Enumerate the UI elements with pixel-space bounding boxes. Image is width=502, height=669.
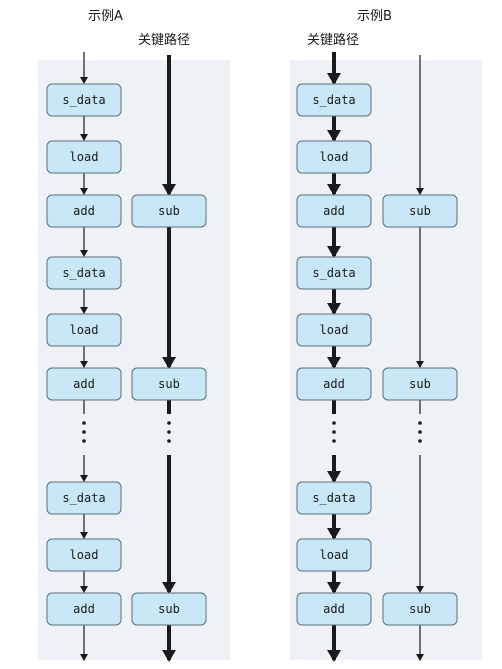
- example_a-node-sub: sub: [131, 592, 207, 626]
- nodes-layer: s_dataloadadds_dataloadadds_dataloadadds…: [46, 83, 458, 626]
- example_b-node-sub: sub: [382, 367, 458, 401]
- example_a-node-s_data: s_data: [46, 256, 122, 290]
- example_b-left-ellipsis-dot: [332, 439, 336, 443]
- example_a-node-sub-box: [131, 367, 207, 401]
- example_b-node-load-box: [296, 140, 372, 174]
- example_a-node-load: load: [46, 313, 122, 347]
- example_a-node-sub-box: [131, 592, 207, 626]
- edges-layer: [80, 52, 424, 662]
- example_b-node-load: load: [296, 140, 372, 174]
- example-b-critical-path-label: 关键路径: [307, 32, 359, 48]
- example_b-node-sub-box: [382, 592, 458, 626]
- example_b-node-load: load: [296, 538, 372, 572]
- example_b-node-s_data: s_data: [296, 256, 372, 290]
- example_b-node-sub-label: sub: [409, 377, 431, 391]
- example_a-node-s_data-box: [46, 256, 122, 290]
- example_b-node-add: add: [296, 592, 372, 626]
- example_b-right-ellipsis-dot: [418, 421, 422, 425]
- example_b-node-load-label: load: [320, 548, 349, 562]
- example-a-title: 示例A: [88, 9, 123, 24]
- example_a-node-s_data: s_data: [46, 481, 122, 515]
- example_a-node-load-label: load: [70, 150, 99, 164]
- example_a-node-sub-label: sub: [158, 204, 180, 218]
- example_b-node-sub-label: sub: [409, 204, 431, 218]
- example_a-node-load-box: [46, 538, 122, 572]
- example_a-left-ellipsis-dot: [82, 439, 86, 443]
- example_b-node-load-label: load: [320, 150, 349, 164]
- example_a-node-sub-label: sub: [158, 602, 180, 616]
- example_b-node-sub: sub: [382, 194, 458, 228]
- example_b-node-add-label: add: [323, 602, 345, 616]
- example_b-node-add-box: [296, 592, 372, 626]
- example_b-node-s_data-label: s_data: [312, 266, 355, 280]
- example_a-node-sub-box: [131, 194, 207, 228]
- example_a-node-load-box: [46, 140, 122, 174]
- example_b-node-s_data-label: s_data: [312, 491, 355, 505]
- example_a-node-sub: sub: [131, 194, 207, 228]
- example_a-node-s_data-label: s_data: [62, 491, 105, 505]
- example_a-node-add: add: [46, 194, 122, 228]
- example_b-node-load: load: [296, 313, 372, 347]
- example_a-node-s_data-box: [46, 83, 122, 117]
- example_a-node-load-box: [46, 313, 122, 347]
- example_b-node-s_data-box: [296, 83, 372, 117]
- example_a-node-s_data-label: s_data: [62, 93, 105, 107]
- example_a-right-ellipsis-dot: [167, 430, 171, 434]
- example_a-node-add: add: [46, 367, 122, 401]
- example_a-node-load-label: load: [70, 323, 99, 337]
- example_b-node-add-box: [296, 194, 372, 228]
- example_a-node-add-box: [46, 194, 122, 228]
- example_b-node-s_data-box: [296, 256, 372, 290]
- example_b-node-add: add: [296, 367, 372, 401]
- example_b-node-sub-box: [382, 367, 458, 401]
- example_b-left-ellipsis-dot: [332, 421, 336, 425]
- example_b-node-load-box: [296, 538, 372, 572]
- example_b-right-ellipsis-dot: [418, 430, 422, 434]
- example_b-node-s_data: s_data: [296, 83, 372, 117]
- example_a-left-ellipsis-dot: [82, 421, 86, 425]
- example_b-node-s_data-label: s_data: [312, 93, 355, 107]
- example_a-left-ellipsis-dot: [82, 430, 86, 434]
- example_b-node-s_data-box: [296, 481, 372, 515]
- example_a-node-s_data-label: s_data: [62, 266, 105, 280]
- example_a-node-s_data: s_data: [46, 83, 122, 117]
- example_a-node-add: add: [46, 592, 122, 626]
- example_b-right-ellipsis-dot: [418, 439, 422, 443]
- example_b-node-add-label: add: [323, 204, 345, 218]
- example_b-node-add: add: [296, 194, 372, 228]
- example_b-node-load-box: [296, 313, 372, 347]
- example_a-node-add-label: add: [73, 377, 95, 391]
- example_a-node-load: load: [46, 140, 122, 174]
- example_a-right-ellipsis-dot: [167, 421, 171, 425]
- example_b-node-sub-box: [382, 194, 458, 228]
- example_a-node-s_data-box: [46, 481, 122, 515]
- example_b-node-sub: sub: [382, 592, 458, 626]
- example_a-node-sub: sub: [131, 367, 207, 401]
- example_a-node-add-box: [46, 592, 122, 626]
- example_a-node-add-box: [46, 367, 122, 401]
- example_a-node-add-label: add: [73, 602, 95, 616]
- ellipsis-dots-layer: [82, 421, 422, 443]
- example_a-node-add-label: add: [73, 204, 95, 218]
- example_b-node-s_data: s_data: [296, 481, 372, 515]
- example_a-node-sub-label: sub: [158, 377, 180, 391]
- example-a-critical-path-label: 关键路径: [138, 32, 190, 48]
- example-b-title: 示例B: [357, 9, 392, 24]
- example_a-node-load-label: load: [70, 548, 99, 562]
- example_a-node-load: load: [46, 538, 122, 572]
- example_b-left-ellipsis-dot: [332, 430, 336, 434]
- example_b-node-add-box: [296, 367, 372, 401]
- example_b-node-add-label: add: [323, 377, 345, 391]
- example_a-right-ellipsis-dot: [167, 439, 171, 443]
- example_b-node-load-label: load: [320, 323, 349, 337]
- example_b-node-sub-label: sub: [409, 602, 431, 616]
